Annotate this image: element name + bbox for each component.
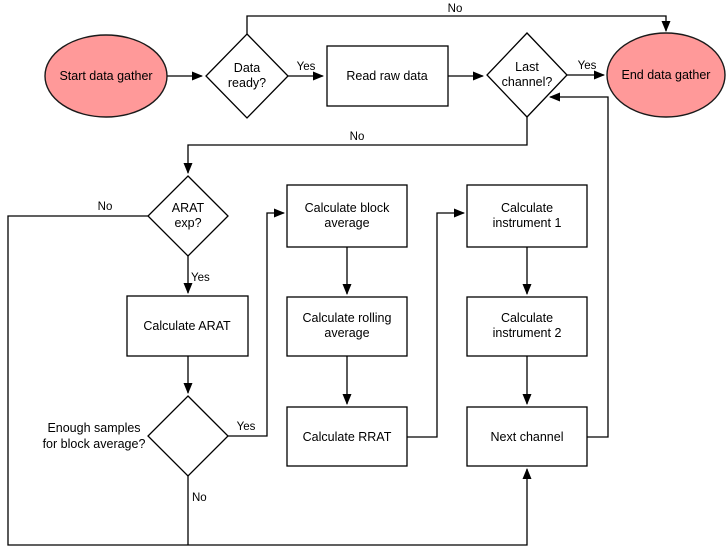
node-calculate-instrument-1: Calculate instrument 1 bbox=[466, 184, 588, 248]
node-calculate-instrument-2: Calculate instrument 2 bbox=[466, 296, 588, 357]
edge-enough-samples-yes bbox=[228, 208, 285, 437]
node-calculate-block-average: Calculate block average bbox=[286, 184, 408, 248]
calc-block-label-line2: average bbox=[324, 216, 369, 230]
calc-inst2-rect-shape bbox=[466, 296, 588, 357]
calc-inst1-label-line2: instrument 1 bbox=[493, 216, 562, 230]
next-channel-label: Next channel bbox=[491, 430, 564, 444]
edge-label-data-ready-no: No bbox=[448, 3, 463, 15]
enough-samples-label-line1: Enough samples bbox=[47, 421, 140, 435]
node-last-channel-decision: Last channel? bbox=[486, 32, 568, 118]
calc-inst2-label-line1: Calculate bbox=[501, 311, 553, 325]
edge-rrat-to-instrument1 bbox=[407, 208, 465, 438]
data-ready-label-line2: ready? bbox=[228, 76, 266, 90]
last-channel-label-line2: channel? bbox=[502, 75, 553, 89]
edge-last-channel-no bbox=[183, 117, 528, 174]
calc-arat-rect-shape bbox=[126, 295, 249, 357]
node-next-channel: Next channel bbox=[466, 406, 588, 467]
edge-labels: No Yes Yes No Yes No Yes No bbox=[98, 3, 597, 504]
edge-label-arat-exp-no: No bbox=[98, 201, 113, 213]
read-raw-label: Read raw data bbox=[346, 69, 427, 83]
calc-arat-label: Calculate ARAT bbox=[143, 319, 231, 333]
calc-rolling-label-line2: average bbox=[324, 326, 369, 340]
node-enough-samples-decision: Enough samples for block average? bbox=[43, 395, 229, 477]
data-ready-label-line1: Data bbox=[234, 61, 260, 75]
node-start-data-gather: Start data gather bbox=[44, 34, 168, 118]
calc-inst2-label-line2: instrument 2 bbox=[493, 326, 562, 340]
end-label: End data gather bbox=[622, 68, 711, 82]
last-channel-diamond-shape bbox=[486, 32, 568, 118]
start-terminator-shape bbox=[44, 34, 168, 118]
edge-label-enough-samples-yes: Yes bbox=[237, 421, 256, 433]
calc-block-label-line1: Calculate block bbox=[305, 201, 391, 215]
edge-next-channel-to-last-channel bbox=[549, 92, 609, 438]
calc-block-rect-shape bbox=[286, 184, 408, 248]
node-read-raw-data: Read raw data bbox=[326, 45, 449, 107]
start-label: Start data gather bbox=[59, 69, 152, 83]
edge-data-ready-no bbox=[246, 15, 671, 34]
enough-samples-diamond-shape bbox=[147, 395, 229, 477]
edge-label-enough-samples-no: No bbox=[192, 492, 207, 504]
edges bbox=[7, 15, 671, 546]
calc-inst1-rect-shape bbox=[466, 184, 588, 248]
enough-samples-label-line2: for block average? bbox=[43, 437, 146, 451]
arat-exp-label-line1: ARAT bbox=[172, 201, 205, 215]
calc-inst1-label-line1: Calculate bbox=[501, 201, 553, 215]
calc-rolling-rect-shape bbox=[286, 296, 408, 357]
arat-exp-label-line2: exp? bbox=[174, 216, 201, 230]
edge-label-last-channel-yes: Yes bbox=[578, 60, 597, 72]
last-channel-label-line1: Last bbox=[515, 60, 539, 74]
node-calculate-rolling-average: Calculate rolling average bbox=[286, 296, 408, 357]
calc-rolling-label-line1: Calculate rolling bbox=[303, 311, 392, 325]
node-data-ready-decision: Data ready? bbox=[205, 33, 289, 119]
edge-label-data-ready-yes: Yes bbox=[297, 61, 316, 73]
data-ready-diamond-shape bbox=[205, 33, 289, 119]
end-terminator-shape bbox=[606, 32, 726, 118]
arat-exp-diamond-shape bbox=[147, 175, 229, 257]
node-calculate-rrat: Calculate RRAT bbox=[286, 406, 408, 467]
calc-rrat-rect-shape bbox=[286, 406, 408, 467]
node-calculate-arat: Calculate ARAT bbox=[126, 295, 249, 357]
node-end-data-gather: End data gather bbox=[606, 32, 726, 118]
node-arat-exp-decision: ARAT exp? bbox=[147, 175, 229, 257]
read-raw-rect-shape bbox=[326, 45, 449, 107]
edge-label-last-channel-no: No bbox=[350, 131, 365, 143]
next-channel-rect-shape bbox=[466, 406, 588, 467]
calc-rrat-label: Calculate RRAT bbox=[303, 430, 392, 444]
edge-arat-exp-no bbox=[7, 215, 532, 546]
edge-label-arat-exp-yes: Yes bbox=[191, 272, 210, 284]
